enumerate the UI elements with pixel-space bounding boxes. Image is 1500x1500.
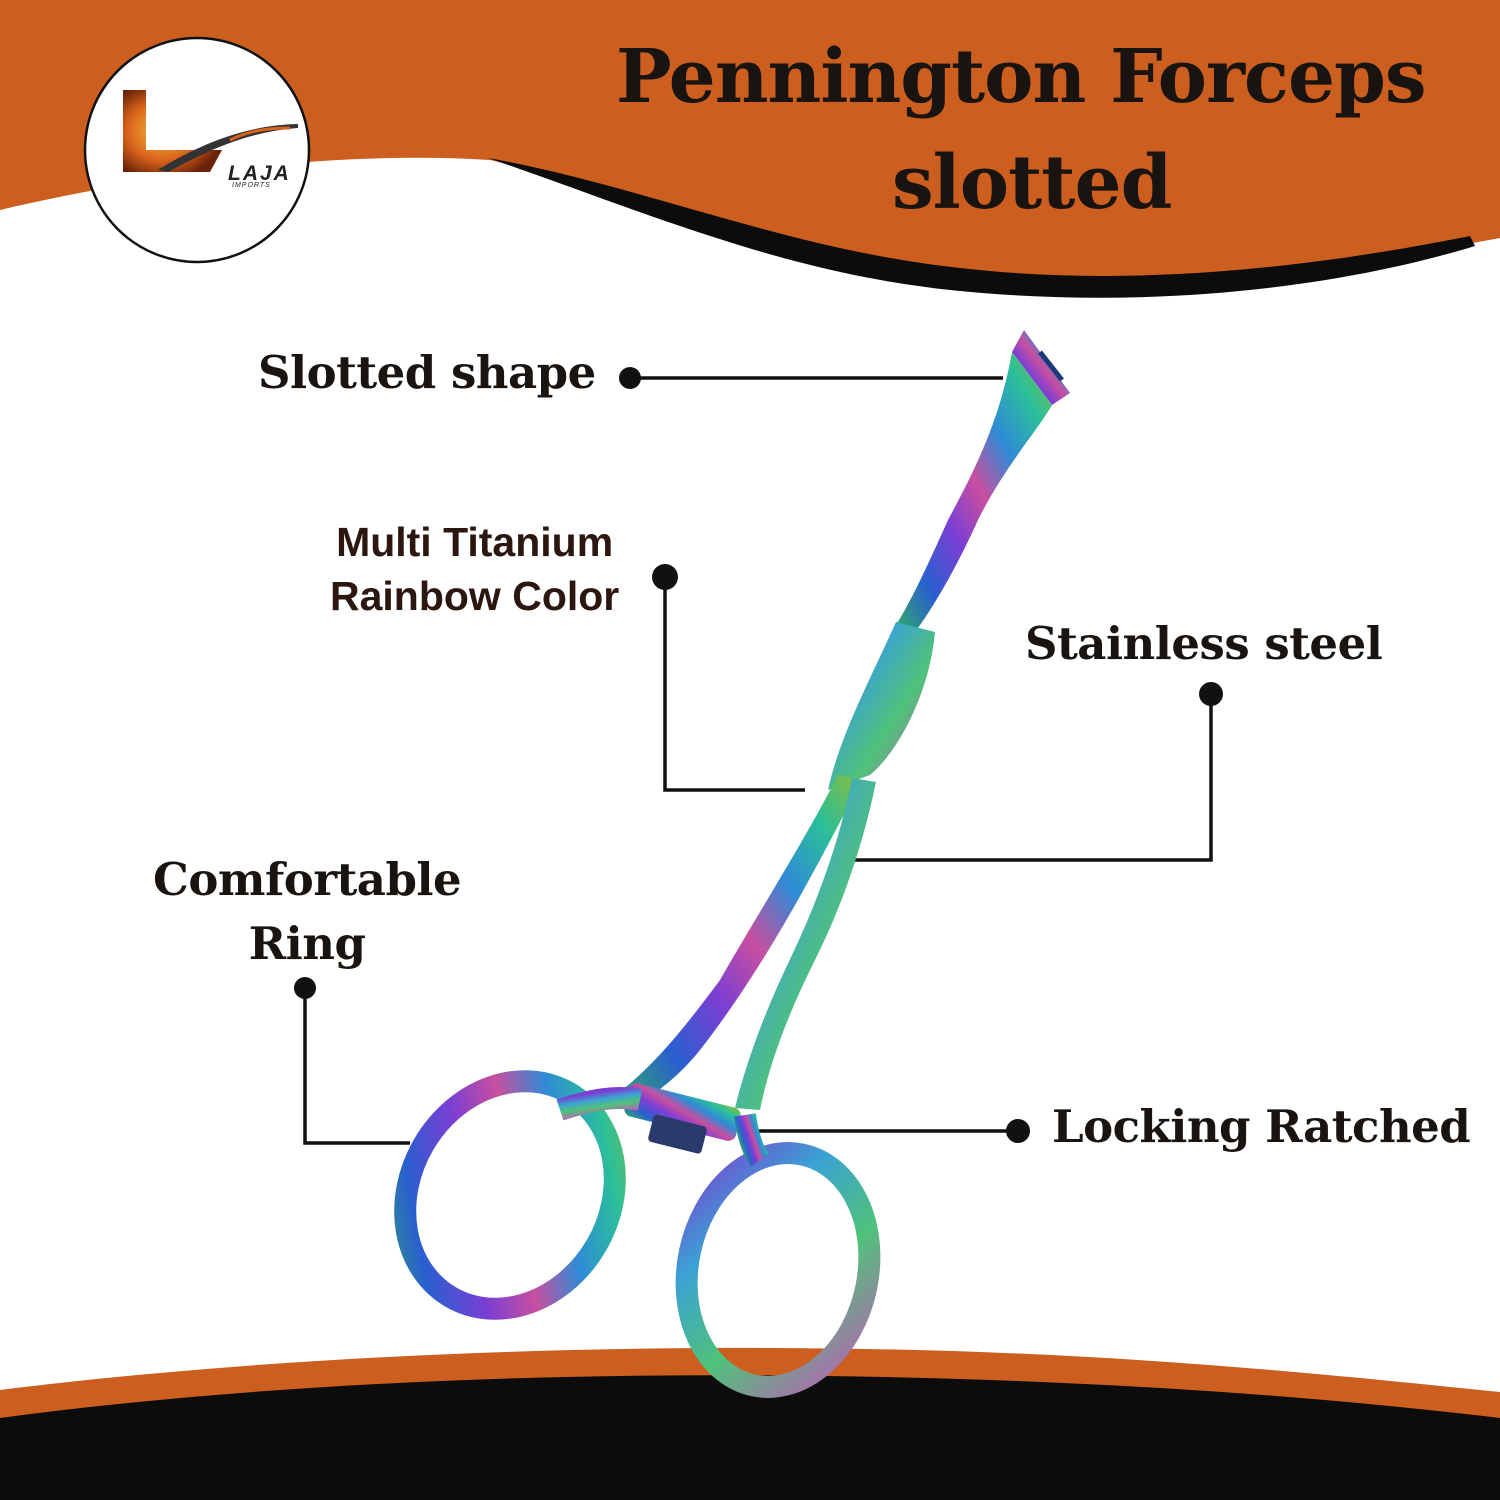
callout-multi-titanium: Multi Titanium Rainbow Color xyxy=(330,515,619,623)
callout-comfortable-line1: Comfortable xyxy=(153,853,462,906)
callout-comfortable-line2: Ring xyxy=(248,916,366,970)
callout-multi-titanium-line2: Rainbow Color xyxy=(330,573,620,620)
callout-lines xyxy=(303,376,1213,1145)
top-banner xyxy=(0,0,1500,280)
page-title-line1: Pennington Forceps xyxy=(616,34,1426,120)
callout-comfortable-ring: Comfortable Ring xyxy=(153,848,462,976)
logo-name: LAJA xyxy=(228,162,291,185)
callout-locking-ratched: Locking Ratched xyxy=(1052,1100,1471,1153)
bottom-swoosh-black xyxy=(0,1375,1500,1500)
logo-badge xyxy=(83,36,311,264)
callout-multi-titanium-line1: Multi Titanium xyxy=(336,519,614,565)
callout-dots xyxy=(294,367,1223,1143)
callout-stainless-steel: Stainless steel xyxy=(1025,617,1383,670)
logo-sub: IMPORTS xyxy=(232,182,271,189)
callout-slotted-shape: Slotted shape xyxy=(258,346,596,399)
page-title-line2: slotted xyxy=(892,140,1172,226)
top-swoosh xyxy=(488,158,1475,298)
forceps-image xyxy=(394,330,1070,1398)
